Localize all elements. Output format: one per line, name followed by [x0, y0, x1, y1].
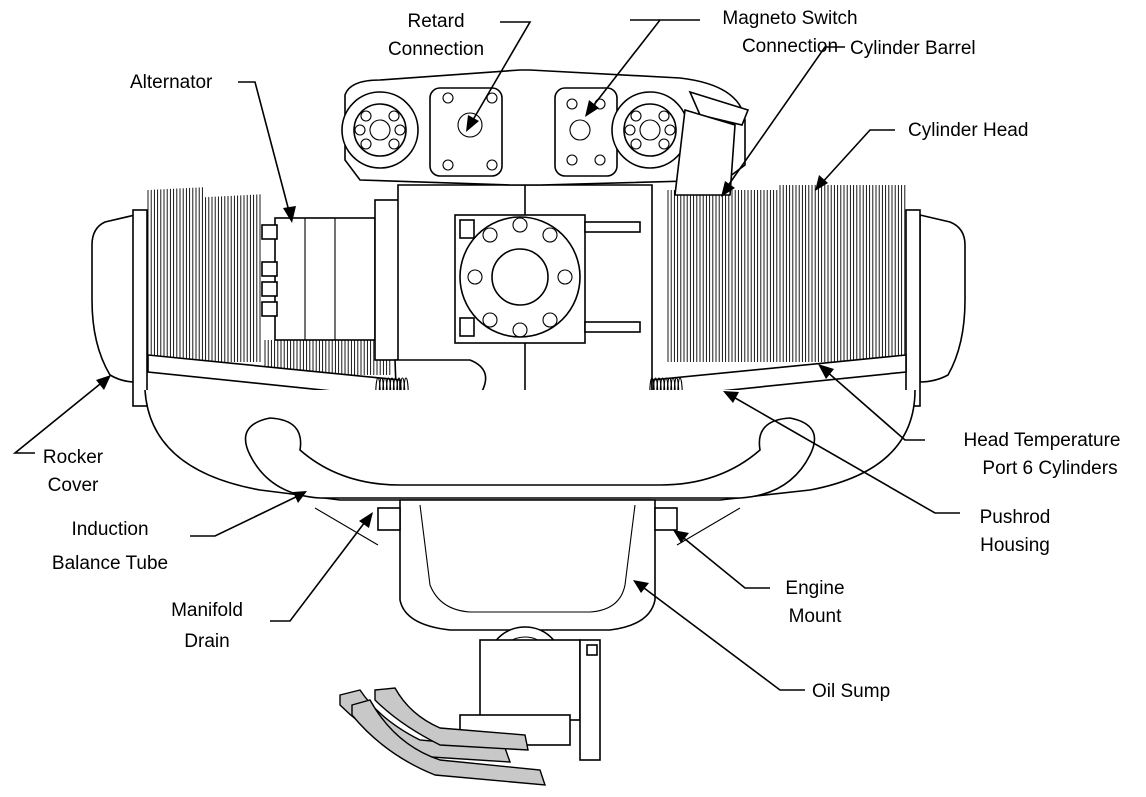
throttle-body [459, 626, 601, 761]
callout-labels: Retard Connection Magneto Switch Connect… [43, 8, 1121, 702]
alternator-unit [261, 199, 406, 361]
label-headtemp-line1: Head Temperature [963, 430, 1120, 451]
label-cylinder-head: Cylinder Head [908, 120, 1028, 141]
label-retard-line2: Connection [388, 39, 484, 60]
right-cylinder-fins [667, 185, 906, 362]
magneto-housing [341, 69, 750, 196]
label-manifold-line2: Drain [184, 631, 229, 652]
induction-tube [144, 389, 916, 501]
label-mount-line2: Mount [789, 606, 843, 627]
leader-lines [12, 19, 960, 691]
right-head-plate [905, 209, 921, 407]
label-oil-sump: Oil Sump [812, 681, 890, 702]
label-rocker-line1: Rocker [43, 447, 104, 468]
accessory-flange [454, 214, 641, 344]
label-mount-line1: Engine [785, 578, 844, 599]
label-cylinder-barrel: Cylinder Barrel [850, 38, 976, 59]
label-headtemp-line2: Port 6 Cylinders [982, 458, 1117, 479]
right-rocker-cover [919, 213, 966, 383]
engine-illustration [91, 69, 966, 786]
label-retard-line1: Retard [407, 11, 464, 32]
left-head-plate [132, 209, 148, 407]
label-magneto-line2: Connection [742, 36, 838, 57]
pushrod-housings [147, 354, 907, 409]
label-magneto-line1: Magneto Switch [722, 8, 857, 29]
label-manifold-line1: Manifold [171, 600, 243, 621]
label-pushrod-line2: Housing [980, 535, 1050, 556]
fuel-lines [339, 687, 547, 786]
label-induction-line1: Induction [71, 519, 148, 540]
left-rocker-cover [91, 213, 136, 383]
label-alternator: Alternator [130, 72, 213, 93]
label-pushrod-line1: Pushrod [980, 507, 1051, 528]
label-induction-line2: Balance Tube [52, 553, 168, 574]
label-rocker-line2: Cover [48, 475, 99, 496]
oil-sump-body [314, 499, 741, 631]
